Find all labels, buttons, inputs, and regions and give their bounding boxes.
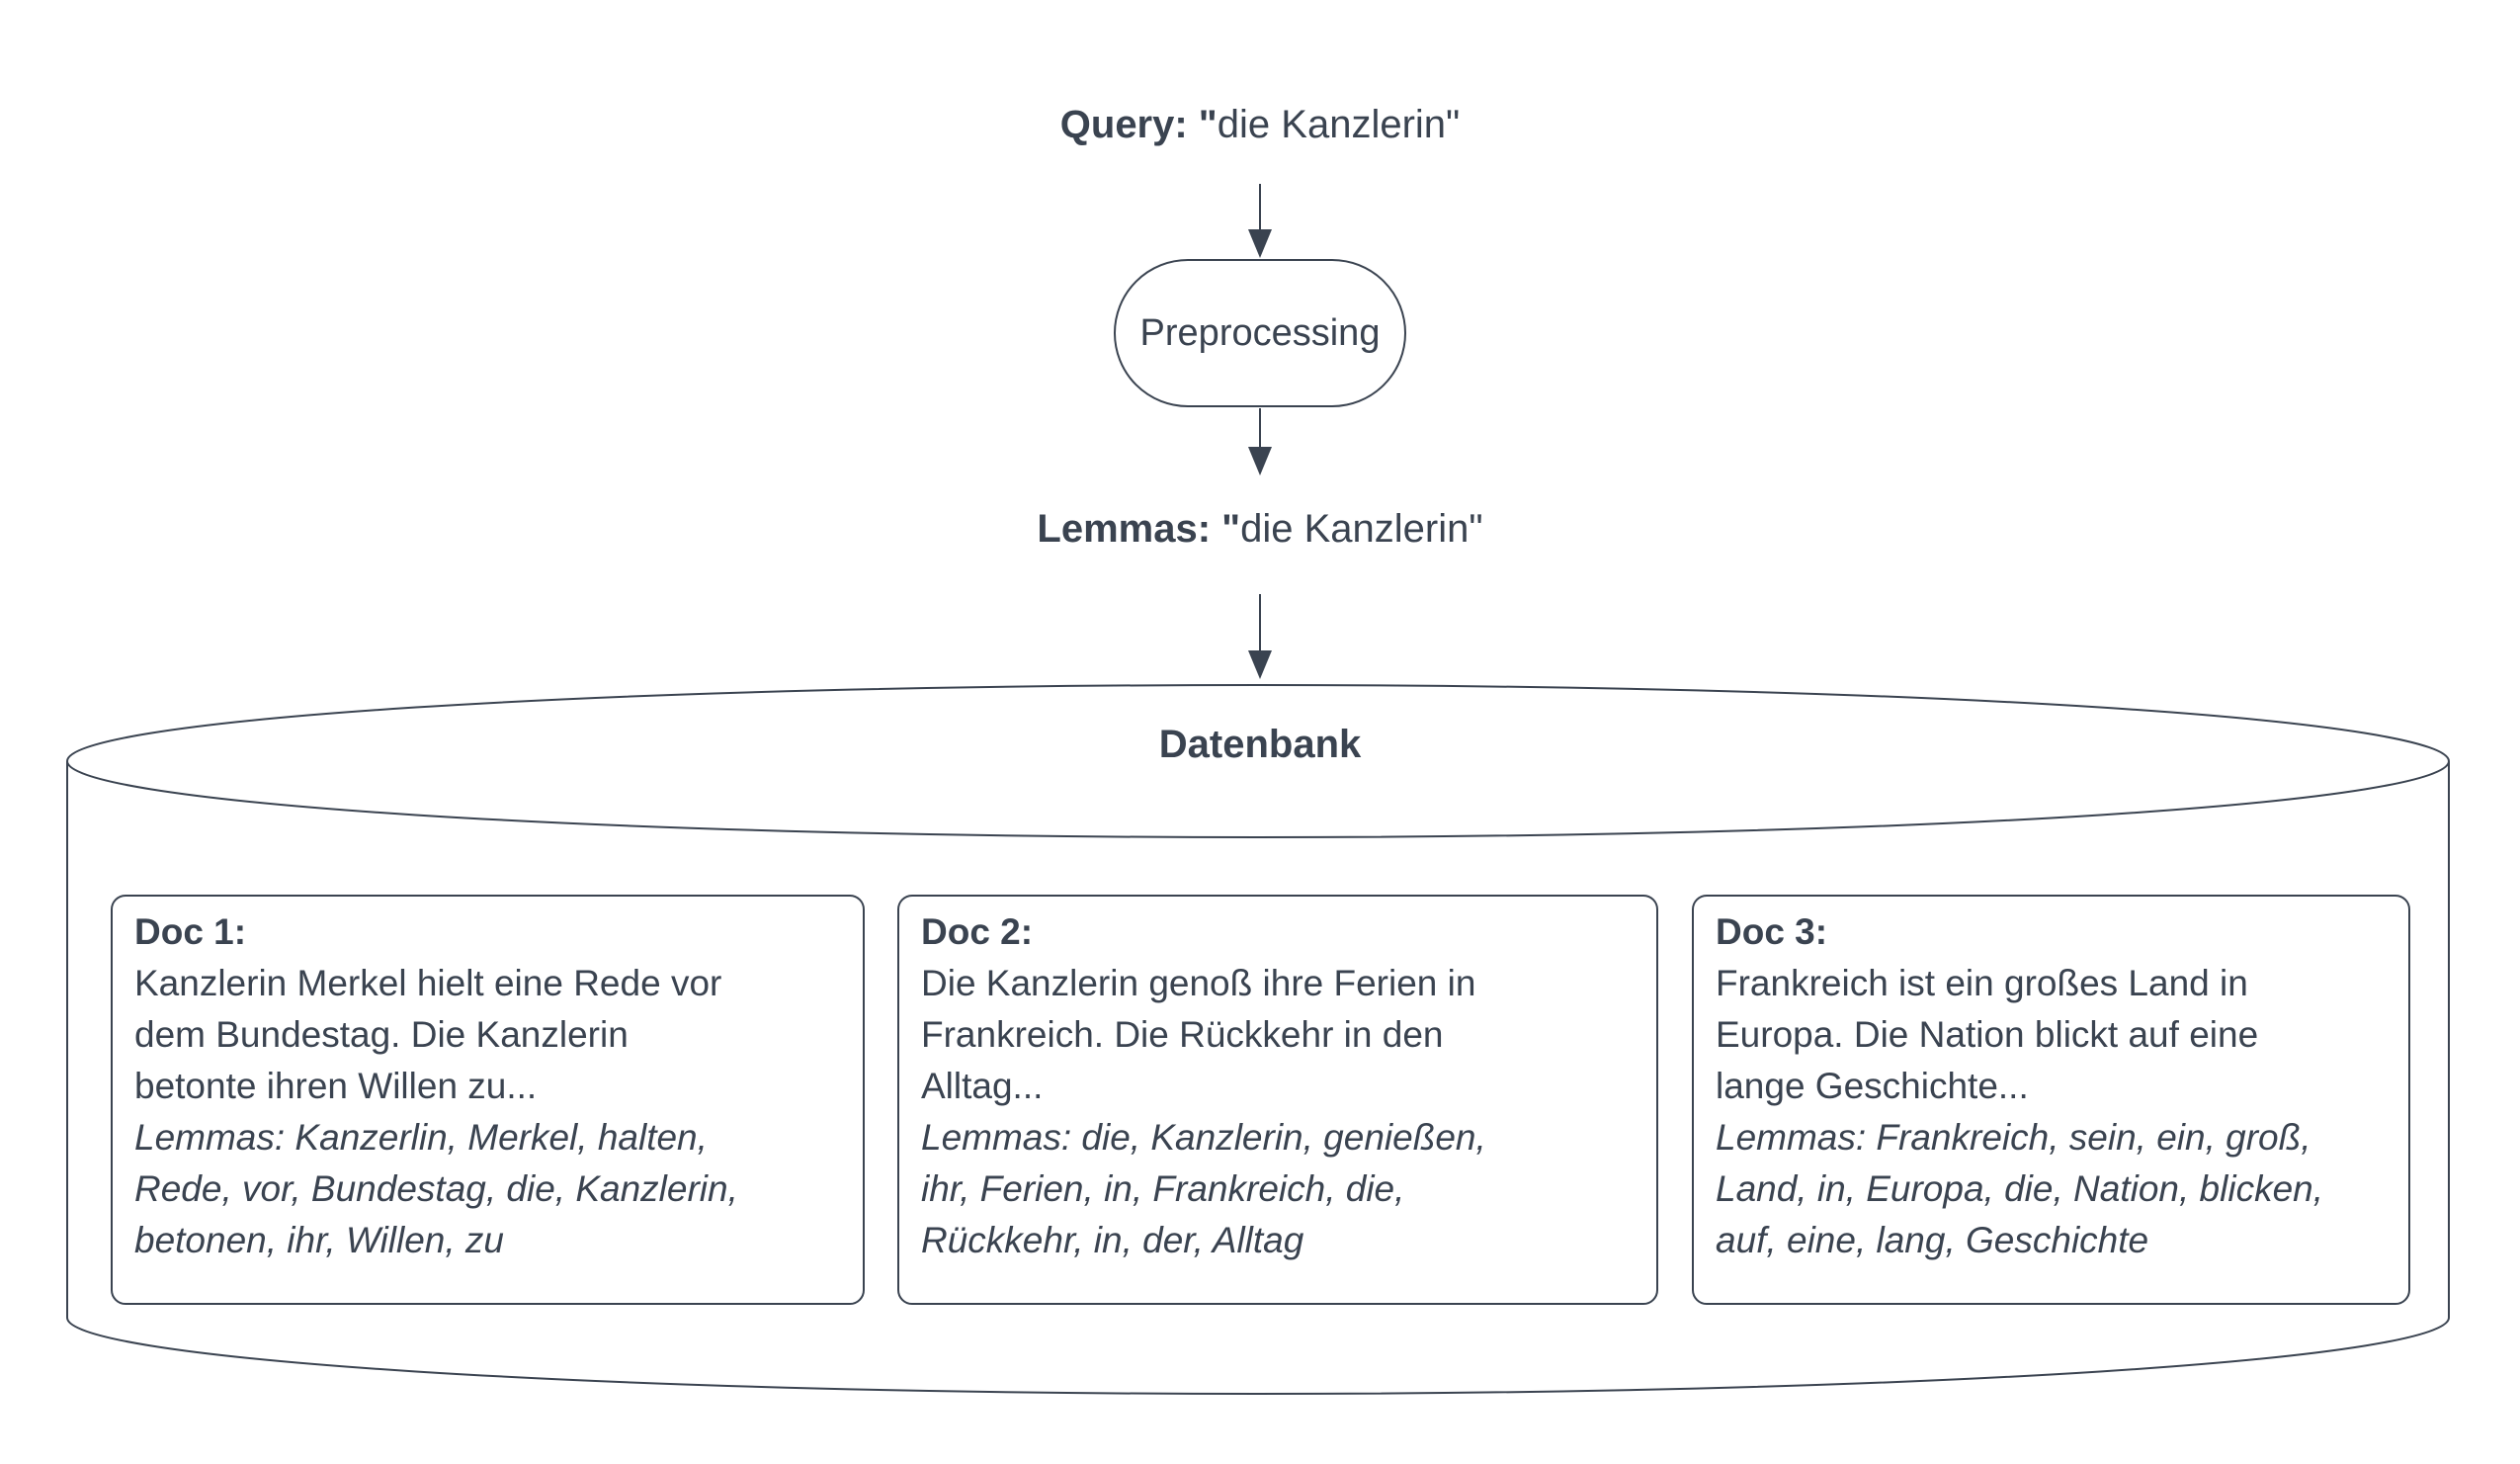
doc-lemmas: Lemmas: die, Kanzlerin, genießen, ihr, F…: [921, 1117, 1486, 1260]
lemmas-text: Lemmas: "die Kanzlerin": [0, 506, 2520, 553]
preprocessing-label: Preprocessing: [1139, 311, 1381, 354]
doc-body: Die Kanzlerin genoß ihre Ferien in Frank…: [921, 963, 1476, 1106]
database-title: Datenbank: [1158, 723, 1362, 766]
arrow-lemmas-to-database: [1248, 594, 1272, 679]
arrow-preprocessing-to-lemmas: [1248, 408, 1272, 475]
doc-card-1: Doc 1: Kanzlerin Merkel hielt eine Rede …: [111, 895, 865, 1305]
doc-card-2: Doc 2: Die Kanzlerin genoß ihre Ferien i…: [897, 895, 1658, 1305]
doc-body: Frankreich ist ein großes Land in Europa…: [1716, 963, 2259, 1106]
arrow-head-icon: [1248, 229, 1272, 258]
arrow-head-icon: [1248, 650, 1272, 679]
lemmas-value: die Kanzlerin": [1240, 507, 1483, 551]
doc-title: Doc 2:: [921, 911, 1034, 952]
arrow-query-to-preprocessing: [1248, 184, 1272, 258]
doc-title: Doc 3:: [1716, 911, 1828, 952]
lemmas-label: Lemmas: ": [1037, 507, 1241, 551]
doc-lemmas: Lemmas: Frankreich, sein, ein, groß, Lan…: [1716, 1117, 2323, 1260]
query-text: Query: "die Kanzlerin": [0, 102, 2520, 148]
query-label: Query: ": [1059, 103, 1218, 146]
arrow-head-icon: [1248, 447, 1272, 475]
preprocessing-node: Preprocessing: [1114, 259, 1406, 407]
doc-card-3: Doc 3: Frankreich ist ein großes Land in…: [1692, 895, 2410, 1305]
cylinder-top: [66, 684, 2450, 838]
doc-title: Doc 1:: [134, 911, 247, 952]
query-value: die Kanzlerin": [1217, 103, 1461, 146]
doc-body: Kanzlerin Merkel hielt eine Rede vor dem…: [134, 963, 722, 1106]
doc-lemmas: Lemmas: Kanzerlin, Merkel, halten, Rede,…: [134, 1117, 738, 1260]
